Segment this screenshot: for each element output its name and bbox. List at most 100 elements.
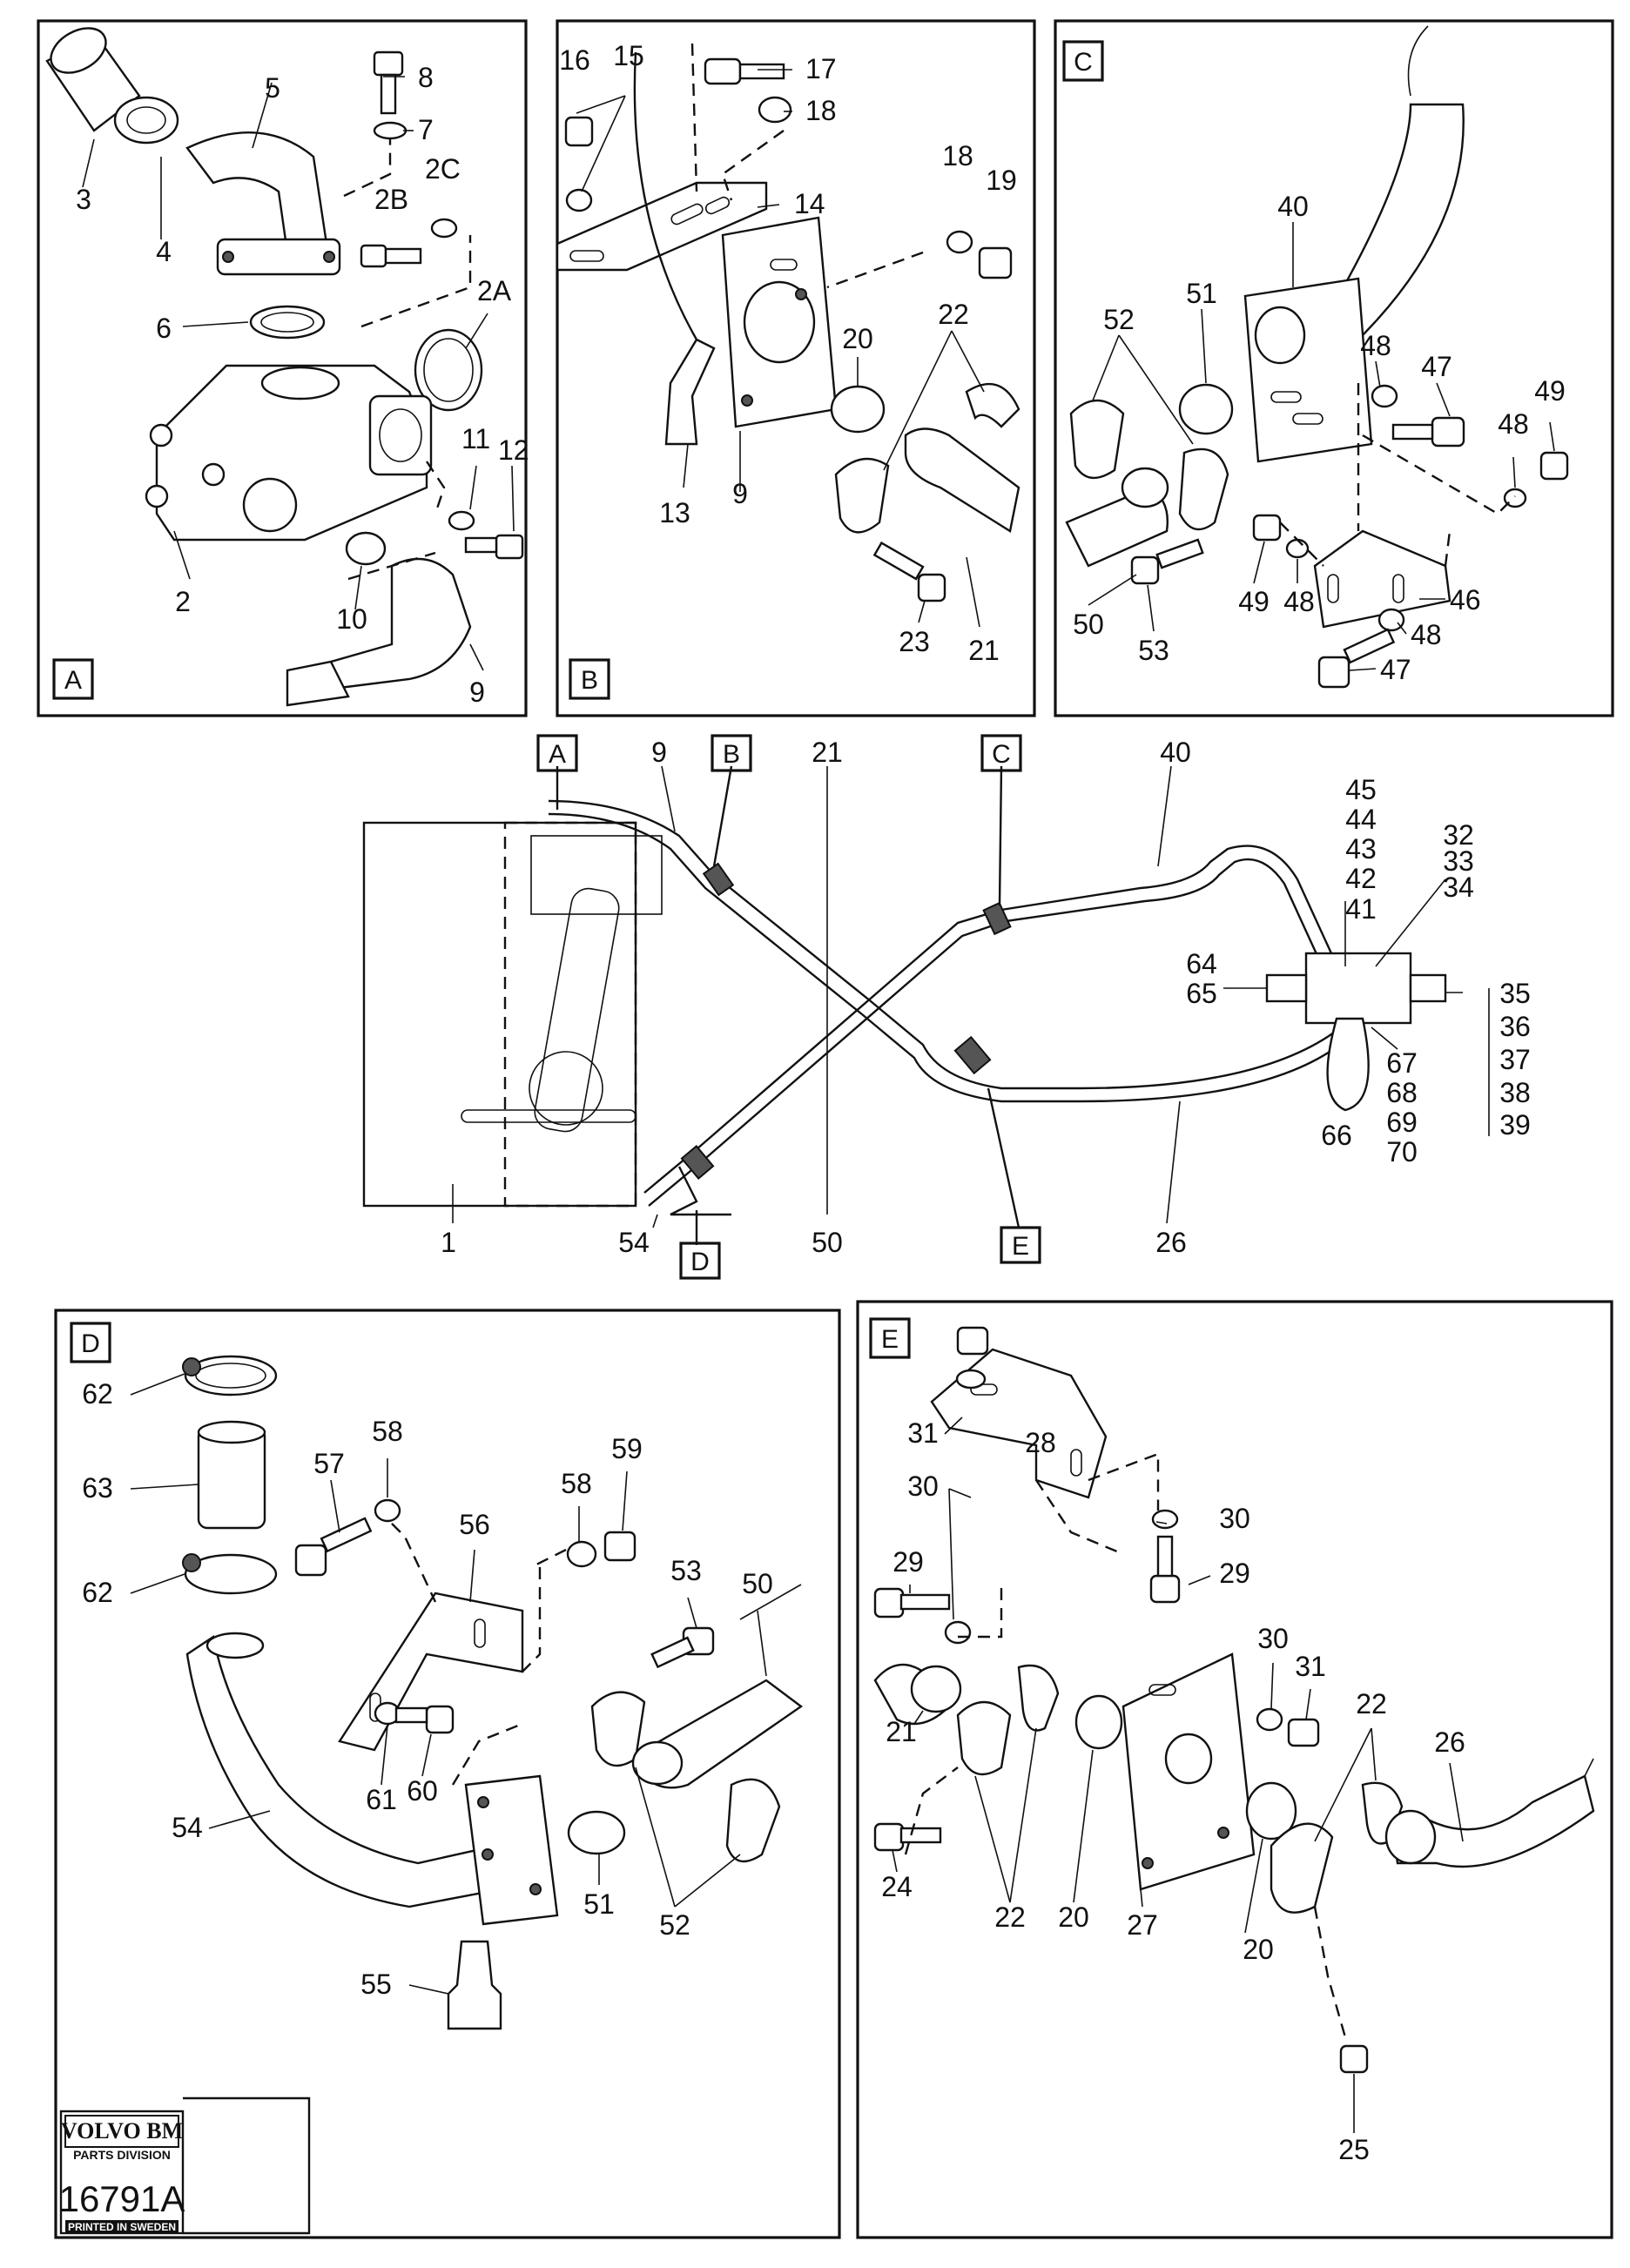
label: 57 [313, 1448, 345, 1479]
label: 50 [742, 1568, 773, 1599]
seal-15 [565, 188, 593, 212]
labels-panel-d: 62 63 62 57 58 56 58 59 53 50 54 61 60 5… [82, 1378, 773, 2000]
clamp-4 [113, 96, 179, 145]
panel-a-frame [37, 19, 528, 717]
label: 31 [1295, 1651, 1326, 1682]
label: 21 [886, 1716, 917, 1747]
hose-66 [1326, 1017, 1370, 1112]
clamp-52d [725, 1778, 781, 1863]
label: 26 [1434, 1726, 1465, 1758]
label: 53 [670, 1555, 702, 1586]
label: 13 [659, 497, 690, 528]
label: 37 [1499, 1044, 1531, 1075]
label: 48 [1360, 330, 1391, 361]
clamp-52c [590, 1691, 646, 1767]
stamp-division: PARTS DIVISION [73, 2148, 171, 2162]
label: 11 [461, 423, 490, 454]
label: 22 [938, 299, 969, 330]
label: 49 [1534, 375, 1566, 407]
label: 44 [1345, 804, 1377, 835]
label: 64 [1186, 948, 1217, 979]
washer-48b [1503, 488, 1527, 508]
washer-30c [944, 1620, 972, 1645]
clamp-22e [1270, 1822, 1334, 1914]
clamp-22c [956, 1700, 1012, 1776]
panel-d-letter: D [81, 1329, 100, 1358]
washer-18b [946, 230, 973, 254]
label: 47 [1380, 654, 1411, 685]
panel-d [54, 1309, 841, 2239]
label: 62 [82, 1577, 113, 1608]
washer-7 [373, 121, 408, 140]
label: 2 [175, 586, 191, 617]
label: 30 [907, 1470, 939, 1502]
oring-51 [1178, 383, 1234, 435]
panel-b [556, 19, 1036, 717]
bolt-60 [425, 1705, 455, 1734]
label: 52 [659, 1909, 690, 1941]
nut-25 [1339, 2044, 1369, 2074]
label: 1 [441, 1227, 456, 1258]
pipe-21-route [548, 799, 1342, 1090]
label: 58 [561, 1468, 592, 1499]
overview [362, 765, 1490, 1245]
label: 35 [1499, 978, 1531, 1009]
label: 53 [1138, 635, 1169, 666]
label: 12 [498, 434, 529, 466]
oring-20b [1245, 1781, 1297, 1841]
label: 40 [1277, 191, 1309, 222]
label: 9 [732, 478, 748, 509]
panel-e-frame [856, 1300, 1613, 2239]
label: 51 [1186, 278, 1217, 309]
label: 65 [1186, 978, 1217, 1009]
bolt-47b [1317, 656, 1350, 689]
labels-panel-b: 16 15 17 18 18 19 14 22 20 13 9 23 21 [559, 40, 1017, 666]
label: 3 [76, 184, 91, 215]
washer-48d [1377, 608, 1405, 632]
bolt-29b [873, 1587, 905, 1619]
bolt-53 [1130, 555, 1160, 585]
stamp-brand: VOLVO BM [61, 2118, 183, 2143]
ring-10 [345, 531, 387, 566]
washer-2c [430, 218, 458, 239]
bolt-12 [495, 534, 524, 560]
label: 16 [559, 44, 590, 76]
label: 67 [1386, 1047, 1418, 1079]
panel-d-frame [54, 1309, 841, 2239]
panel-e [856, 1300, 1613, 2239]
label: 56 [459, 1509, 490, 1540]
fitting-9 [329, 557, 472, 690]
label: 25 [1338, 2134, 1370, 2165]
label: 5 [265, 72, 280, 104]
bolt-23 [917, 573, 946, 602]
label: 21 [968, 635, 1000, 666]
oring-20a [1074, 1694, 1123, 1750]
clamp-52b [1178, 448, 1229, 531]
callout-c: C [992, 740, 1011, 769]
washer-18 [758, 96, 792, 124]
elbow-5 [185, 131, 328, 254]
bolt-47a [1431, 416, 1465, 448]
label: 49 [1238, 586, 1270, 617]
bracket-46 [1313, 529, 1452, 629]
label: 2A [477, 275, 512, 306]
washer-58a [374, 1498, 401, 1523]
nut-49a [1539, 451, 1569, 481]
label: 22 [1356, 1688, 1387, 1720]
nut-49b [1252, 514, 1282, 542]
label: 9 [651, 737, 667, 768]
label: 20 [1243, 1934, 1274, 1965]
volvo-stamp: VOLVO BM PARTS DIVISION 16791A PRINTED I… [59, 2096, 311, 2235]
clamp-62b [184, 1553, 278, 1595]
labels-overview: 9 21 40 45 44 43 42 41 32 33 34 64 65 35… [441, 737, 1531, 1258]
bolt-57 [294, 1544, 327, 1577]
washer-30b [1151, 1509, 1179, 1530]
panel-b-frame [556, 19, 1036, 717]
label: 30 [1257, 1623, 1289, 1654]
label: 15 [613, 40, 644, 71]
stamp-number: 16791A [59, 2178, 185, 2219]
label: 20 [1058, 1901, 1089, 1933]
oring-2a [414, 328, 483, 412]
callout-b: B [723, 740, 740, 769]
label: 43 [1345, 833, 1377, 865]
